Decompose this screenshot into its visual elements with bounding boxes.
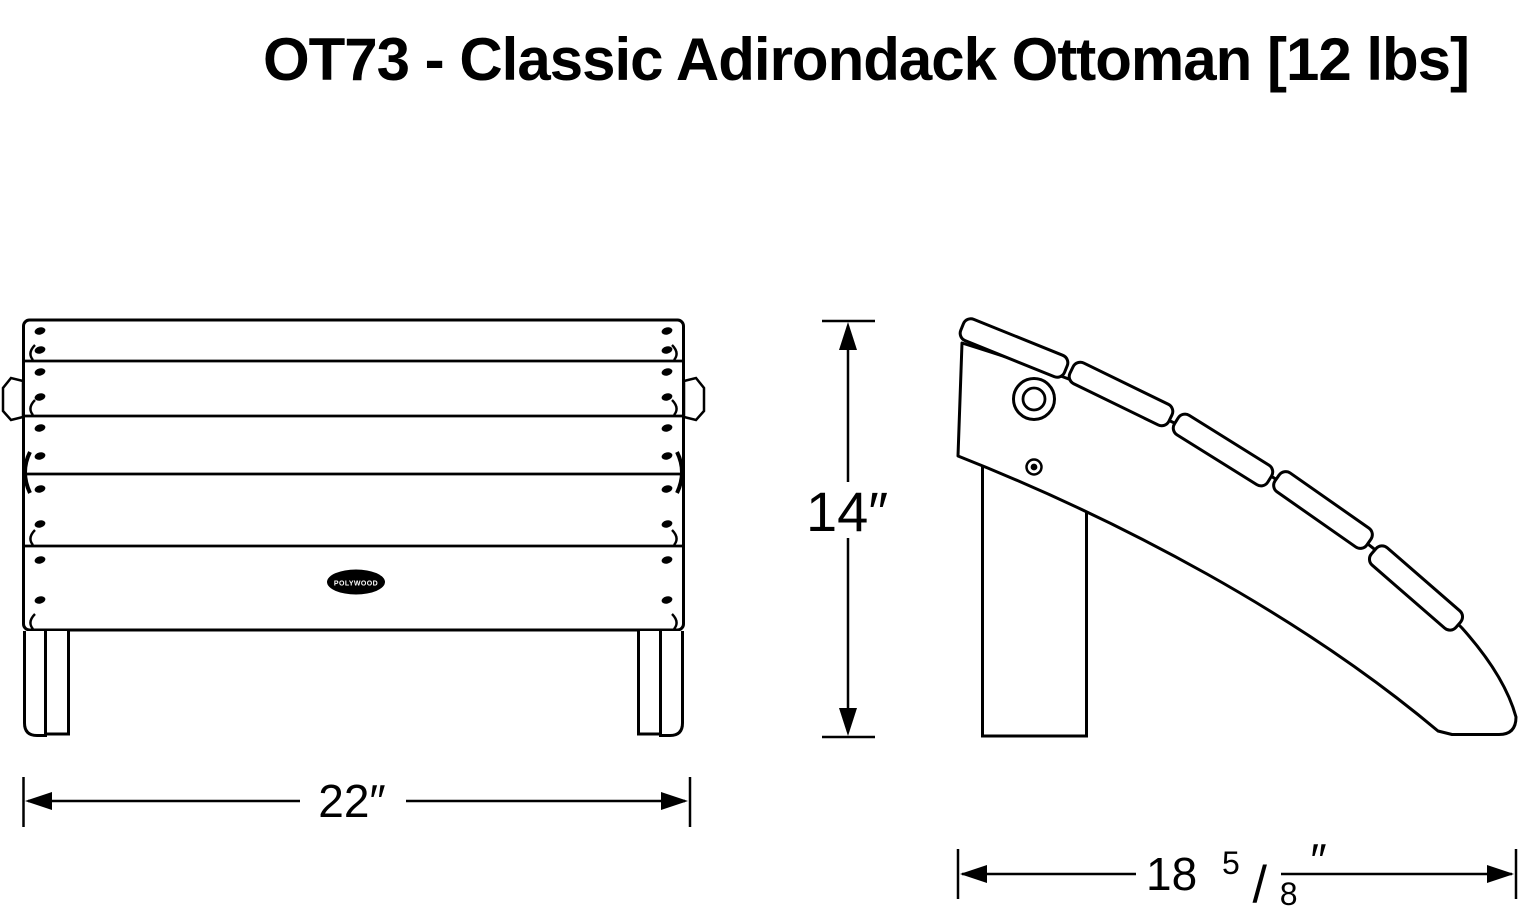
front-legs (23, 631, 684, 737)
slat-end (1067, 360, 1175, 428)
screw-icon (34, 393, 46, 401)
front-screws-left (34, 327, 46, 604)
screw-icon (661, 368, 673, 376)
screw-icon (1030, 463, 1038, 471)
screw-icon (661, 346, 673, 354)
front-leg-right-inner (637, 631, 662, 736)
screw-icon (34, 424, 46, 432)
screw-icon (34, 596, 46, 604)
screw-icon (34, 327, 46, 335)
height-dimension: 14″ (806, 319, 888, 739)
brand-logo-oval (327, 569, 385, 595)
screw-icon (661, 327, 673, 335)
grommet (1012, 377, 1056, 421)
left-edge-hook (23, 451, 32, 494)
front-leg-left-inner (44, 631, 70, 736)
screw-icon (34, 485, 46, 493)
brand-logo: POLYWOOD (327, 569, 385, 595)
depth-slash: / (1253, 856, 1268, 913)
arrow-left-icon (25, 792, 52, 810)
brand-logo-text: POLYWOOD (334, 581, 378, 588)
arrow-left-icon (960, 865, 987, 883)
side-view (956, 317, 1518, 738)
screw-icon (661, 520, 673, 528)
screw-icon (34, 452, 46, 460)
screw-icon (661, 485, 673, 493)
arrow-right-icon (1487, 865, 1514, 883)
front-view: POLYWOOD (1, 318, 706, 737)
slat-end (1367, 544, 1465, 632)
slat-end (958, 317, 1070, 379)
front-leg-left-outer (23, 631, 47, 737)
slat-end (1272, 470, 1374, 550)
slat-end (1171, 412, 1275, 488)
arrow-up-icon (839, 322, 857, 350)
width-dimension-label: 22″ (318, 775, 385, 827)
page-title: OT73 - Classic Adirondack Ottoman [12 lb… (262, 26, 1470, 93)
screw-icon (661, 393, 673, 401)
slat-corner-marks-left (29, 344, 36, 630)
grommet-inner-ring (1021, 386, 1047, 412)
slat-corner-marks-right (671, 344, 678, 630)
screw-icon (34, 346, 46, 354)
screw-icon (661, 556, 673, 564)
arrow-right-icon (661, 792, 688, 810)
screw-icon (661, 452, 673, 460)
width-dimension: 22″ (22, 775, 692, 827)
right-side-tab (682, 376, 706, 422)
side-slat-ends (958, 317, 1465, 632)
screw-icon (661, 596, 673, 604)
front-screws-right (661, 327, 673, 604)
depth-dimension-label: 18 5 / 8 ″ (1146, 832, 1327, 913)
slat-divider-lines (23, 359, 684, 548)
front-leg-right-outer (659, 631, 684, 737)
screw-icon (34, 368, 46, 376)
side-screw (1025, 458, 1043, 476)
arrow-down-icon (839, 708, 857, 736)
depth-whole: 18 (1146, 848, 1197, 900)
screw-icon (34, 556, 46, 564)
depth-dimension: 18 5 / 8 ″ (956, 832, 1518, 913)
depth-unit: ″ (1310, 834, 1326, 886)
left-side-tab (1, 376, 25, 422)
depth-denominator: 8 (1280, 876, 1298, 912)
right-edge-hook (675, 451, 684, 494)
depth-numerator: 5 (1222, 845, 1240, 881)
screw-icon (34, 520, 46, 528)
height-dimension-label: 14″ (806, 480, 888, 543)
screw-icon (661, 424, 673, 432)
